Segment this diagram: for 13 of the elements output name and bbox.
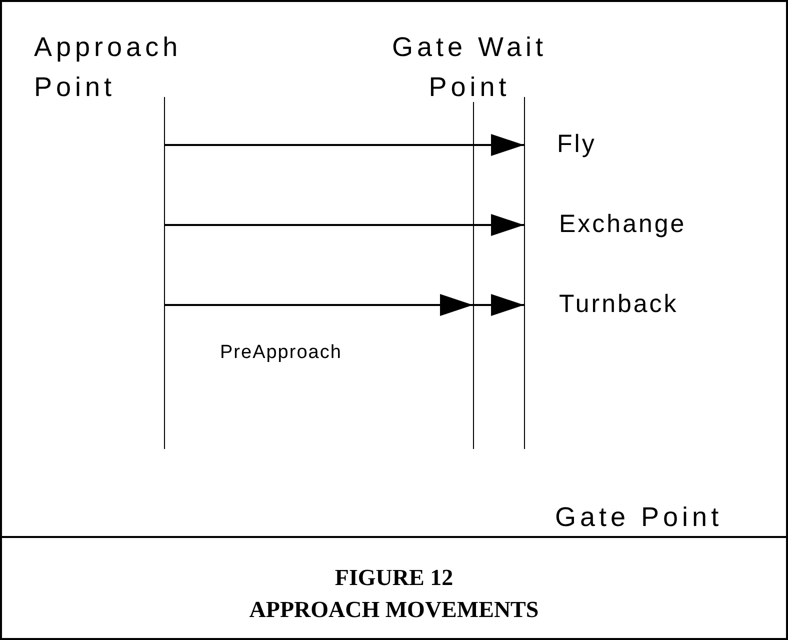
position-line [473, 102, 474, 449]
edge-label: PreApproach [220, 342, 342, 365]
position-label: Gate Wait Point [390, 31, 548, 104]
arrow [165, 134, 524, 156]
figure-title: FIGURE 12 [334, 564, 454, 592]
position-label: Gate Point [555, 501, 724, 534]
figure-caption: APPROACH MOVEMENTS [249, 596, 539, 624]
arrow [165, 294, 473, 316]
arrow [474, 294, 524, 316]
position-line [164, 97, 165, 449]
arrow [165, 214, 524, 236]
position-label: Approach Point [34, 31, 183, 104]
position-line [524, 97, 525, 449]
